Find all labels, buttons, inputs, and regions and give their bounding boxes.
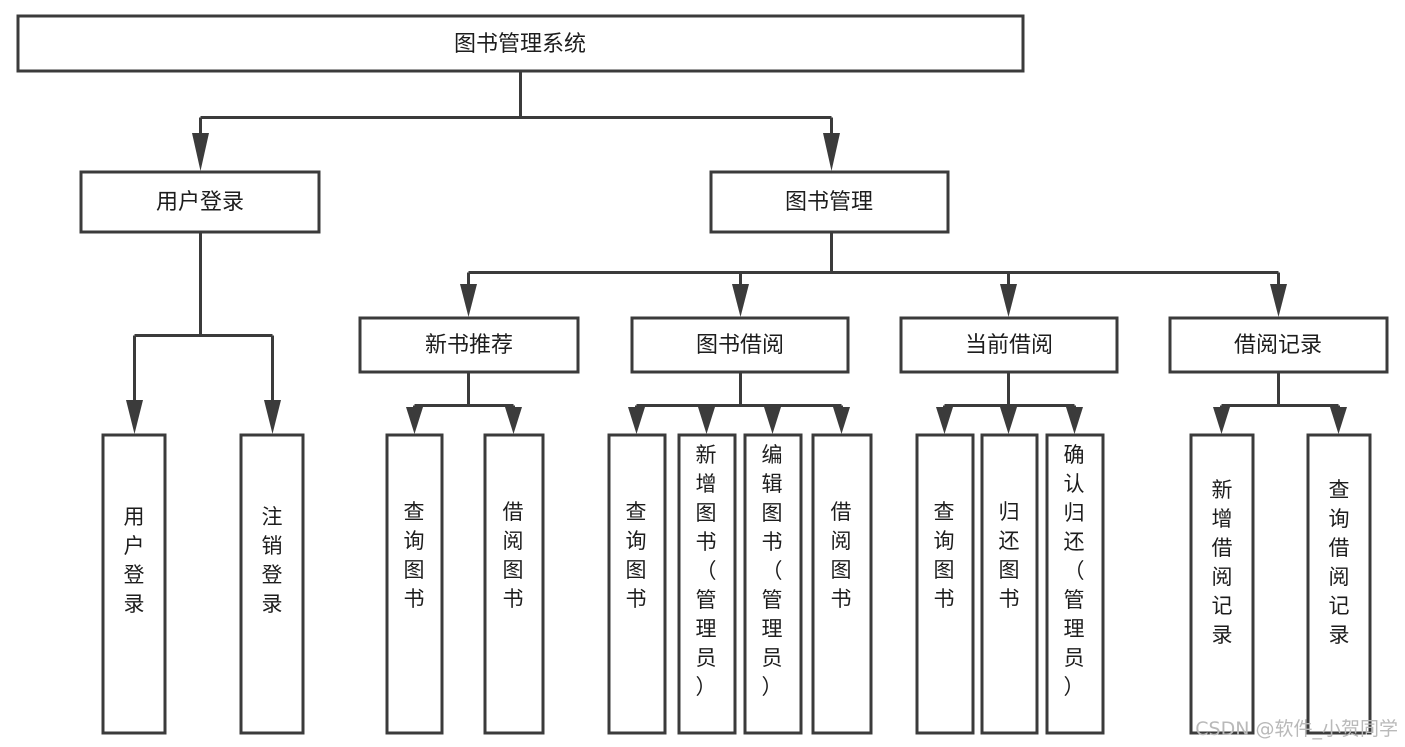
arrow-records-to-leaf1 [1213,407,1230,434]
leaf-node-add-book-admin[interactable]: 新增图书（管理员） [677,433,737,735]
node-new-book-recommend-label: 新书推荐 [425,333,513,358]
leaf-node-add-borrow-record[interactable]: 新增借阅记录 [1189,433,1255,735]
leaf-node-query-books-1[interactable]: 查询图书 [385,433,444,735]
leaf-node-edit-book-admin[interactable]: 编辑图书（管理员） [743,433,803,735]
leaf-node-borrow-books-1-box[interactable] [483,433,545,735]
leaf-node-query-books-2-label: 查询图书 [626,500,647,611]
arrow-current-to-leaf3 [1066,407,1083,434]
arrow-login-to-leaf2 [264,400,281,434]
leaf-node-edit-book-admin-box[interactable] [743,433,803,735]
leaf-node-query-books-3-label: 查询图书 [934,500,955,611]
leaf-nodes-layer: 用户登录 注销登录 查询图书 借阅图书 查询图书 新增图书（管理员） [101,433,1372,735]
csdn-watermark: CSDN @软件_小贺同学 [1195,718,1398,740]
leaf-node-add-book-admin-box[interactable] [677,433,737,735]
node-root-label: 图书管理系统 [454,32,586,57]
node-book-borrow-box[interactable] [630,316,850,374]
leaf-node-query-borrow-record-label: 查询借阅记录 [1329,478,1350,647]
leaf-node-return-books-label: 归还图书 [999,500,1020,611]
leaf-node-query-borrow-record-box[interactable] [1306,433,1372,735]
node-borrow-records-label: 借阅记录 [1234,333,1322,358]
node-current-borrow-label: 当前借阅 [965,333,1053,358]
leaf-node-query-books-1-box[interactable] [385,433,444,735]
leaf-node-logout-box[interactable] [239,433,305,735]
node-new-book-recommend-box[interactable] [358,316,580,374]
node-book-management-label: 图书管理 [785,190,873,215]
leaf-node-user-login-label: 用户登录 [124,505,145,616]
arrow-root-to-login [192,133,209,171]
node-book-borrow-label: 图书借阅 [696,333,784,358]
node-user-login-label: 用户登录 [156,190,244,215]
node-book-management-box[interactable] [709,170,950,234]
leaf-node-borrow-books-2[interactable]: 借阅图书 [811,433,873,735]
arrow-bookmgmt-to-borrow [732,284,749,317]
arrow-borrow-to-leaf2 [698,407,715,434]
arrow-borrow-to-leaf1 [628,407,645,434]
leaf-node-add-borrow-record-box[interactable] [1189,433,1255,735]
node-borrow-records-box[interactable] [1168,316,1389,374]
arrow-records-to-leaf2 [1330,407,1347,434]
leaf-node-borrow-books-2-label: 借阅图书 [831,500,852,611]
leaf-node-query-borrow-record[interactable]: 查询借阅记录 [1306,433,1372,735]
leaf-node-return-books[interactable]: 归还图书 [980,433,1039,735]
node-current-borrow-box[interactable] [899,316,1119,374]
arrow-current-to-leaf1 [936,407,953,434]
node-user-login-box[interactable] [79,170,321,234]
leaf-node-borrow-books-2-box[interactable] [811,433,873,735]
leaf-node-return-books-box[interactable] [980,433,1039,735]
leaf-node-query-books-3-box[interactable] [915,433,975,735]
leaf-node-add-book-admin-label: 新增图书（管理员） [696,443,717,699]
leaf-node-borrow-books-1[interactable]: 借阅图书 [483,433,545,735]
arrow-root-to-bookmgmt [823,133,840,171]
node-new-book-recommend[interactable]: 新书推荐 [358,316,580,374]
leaf-node-query-books-1-label: 查询图书 [404,500,425,611]
leaf-node-logout[interactable]: 注销登录 [239,433,305,735]
leaf-node-confirm-return-admin-box[interactable] [1045,433,1105,735]
node-book-management[interactable]: 图书管理 [709,170,950,234]
leaf-node-borrow-books-1-label: 借阅图书 [503,500,524,611]
arrow-newbooks-to-leaf1 [406,407,423,434]
leaf-node-confirm-return-admin-label: 确认归还（管理员） [1064,443,1085,699]
arrow-borrow-to-leaf3 [764,407,781,434]
leaf-node-user-login-box[interactable] [101,433,167,735]
leaf-node-add-borrow-record-label: 新增借阅记录 [1212,478,1233,647]
leaf-node-confirm-return-admin[interactable]: 确认归还（管理员） [1045,433,1105,735]
leaf-node-query-books-2[interactable]: 查询图书 [607,433,667,735]
leaf-node-query-books-2-box[interactable] [607,433,667,735]
arrow-bookmgmt-to-current [1000,284,1017,317]
leaf-node-logout-label: 注销登录 [262,505,283,616]
leaf-node-user-login[interactable]: 用户登录 [101,433,167,735]
arrow-bookmgmt-to-newbooks [460,284,477,317]
node-borrow-records[interactable]: 借阅记录 [1168,316,1389,374]
leaf-node-edit-book-admin-label: 编辑图书（管理员） [762,443,783,699]
arrow-bookmgmt-to-records [1270,284,1287,317]
arrow-current-to-leaf2 [1000,407,1017,434]
node-root[interactable]: 图书管理系统 [16,14,1025,73]
node-book-borrow[interactable]: 图书借阅 [630,316,850,374]
node-root-box[interactable] [16,14,1025,73]
arrow-borrow-to-leaf4 [833,407,850,434]
node-current-borrow[interactable]: 当前借阅 [899,316,1119,374]
connector-layer [126,71,1347,434]
arrow-newbooks-to-leaf2 [505,407,522,434]
leaf-node-query-books-3[interactable]: 查询图书 [915,433,975,735]
arrow-login-to-leaf1 [126,400,143,434]
node-user-login[interactable]: 用户登录 [79,170,321,234]
